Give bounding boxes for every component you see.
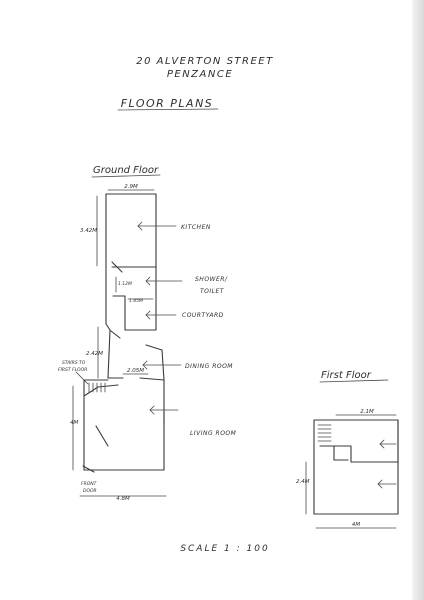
ground-floor-title: Ground Floor <box>93 165 159 176</box>
room-pointer-arrows <box>137 221 183 415</box>
label-toilet: TOILET <box>200 288 225 295</box>
label-kitchen: KITCHEN <box>181 224 211 231</box>
label-living-room: LIVING ROOM <box>190 430 237 437</box>
label-dining-room: DINING ROOM <box>185 363 233 370</box>
ff-dim-height: 2.4M <box>296 479 310 485</box>
heading-underline <box>117 108 219 111</box>
dim-front-width: 4.8M <box>116 496 130 502</box>
label-courtyard: COURTYARD <box>182 312 224 319</box>
front-door-note-line-1: FRONT <box>81 481 98 487</box>
dim-living-length: 4M <box>70 420 78 426</box>
ground-floor-dimension-lines <box>72 189 167 497</box>
first-floor-title: First Floor <box>321 370 372 381</box>
stairs-note-line-1: STAIRS TO <box>62 360 86 366</box>
stairs-note-line-2: FIRST FLOOR <box>58 367 87 373</box>
first-floor-title-underline <box>319 379 389 383</box>
dim-shower-length: 1.12M <box>118 281 132 287</box>
scale-label: SCALE 1 : 100 <box>180 544 269 554</box>
paper-edge <box>412 0 424 600</box>
address-line-2: PENZANCE <box>167 69 233 80</box>
dim-shower-width: 1.45M <box>129 298 143 304</box>
address-line-1: 20 ALVERTON STREET <box>136 56 273 67</box>
dim-dining-length: 2.42M <box>86 351 103 357</box>
ground-floor-outline <box>82 193 165 473</box>
dim-kitchen-length: 3.42M <box>80 228 97 234</box>
ff-dim-bottom-width: 4M <box>352 522 360 528</box>
label-shower: SHOWER/ <box>195 276 228 283</box>
first-floor-outline <box>305 414 399 529</box>
ff-dim-top-width: 2.1M <box>360 409 374 415</box>
page-heading: FLOOR PLANS <box>121 97 214 110</box>
front-door-note-line-2: DOOR <box>83 488 97 494</box>
dim-kitchen-width: 2.9M <box>124 184 138 190</box>
dim-dining-width: 2.05M <box>127 368 144 374</box>
ground-floor-title-underline <box>91 174 161 178</box>
